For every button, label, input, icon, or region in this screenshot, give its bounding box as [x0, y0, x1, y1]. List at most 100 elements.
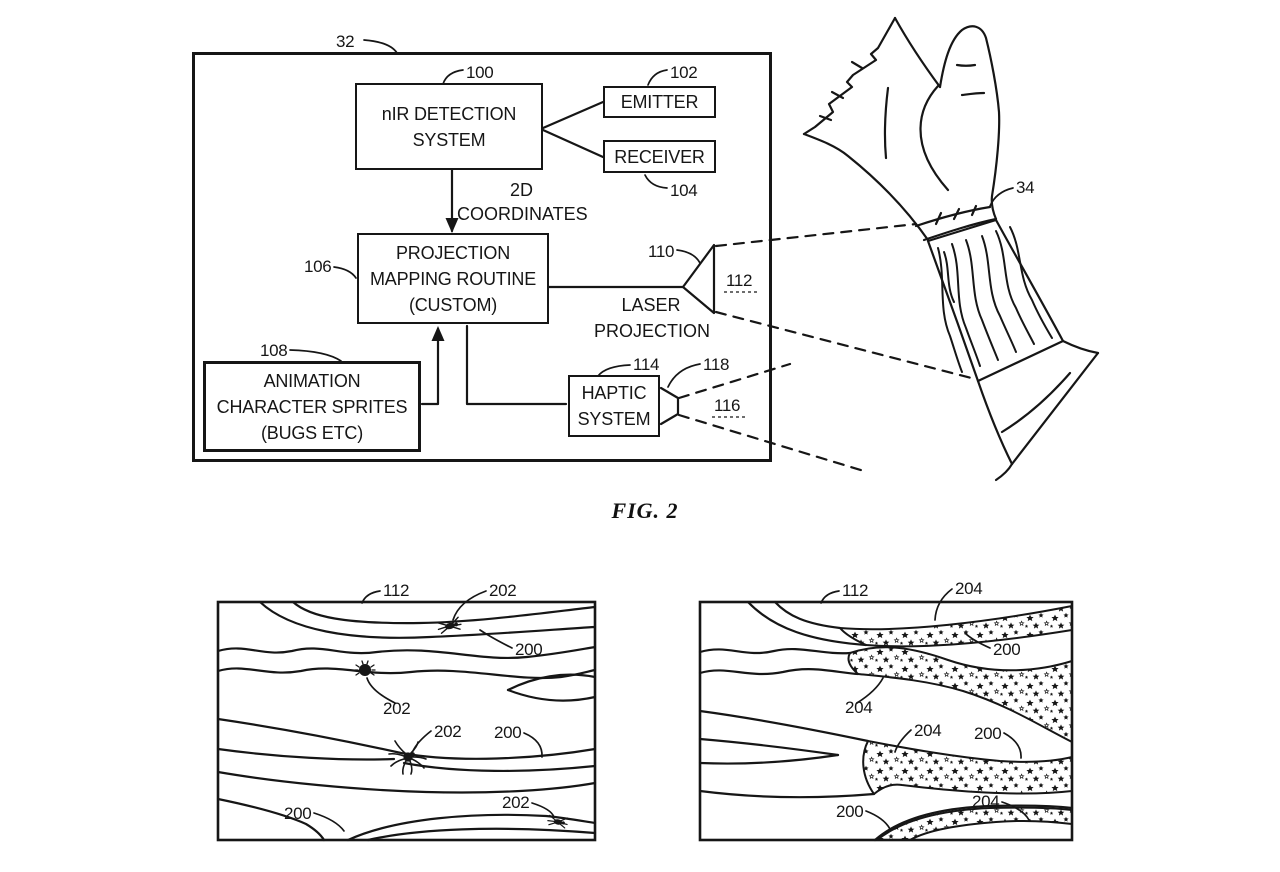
nir-detection-label-line1: nIR DETECTION [381, 103, 517, 124]
wrist-veins [937, 226, 1053, 373]
emitter-box: EMITTER [603, 86, 716, 118]
left-ref-112: 112 [383, 581, 409, 600]
right-leader-200-center [1003, 732, 1022, 759]
right-ref-204-bottom: 204 [972, 792, 999, 811]
emitter-label: EMITTER [620, 92, 699, 112]
leader-108 [289, 349, 342, 362]
ref-104: 104 [670, 181, 697, 200]
left-panel-frame [216, 600, 597, 842]
nir-detection-label-line2: SYSTEM [412, 129, 486, 150]
right-leader-200-top [964, 632, 991, 649]
right-ref-204-top: 204 [955, 579, 982, 598]
left-leader-200-top [479, 629, 513, 649]
coords-line1: 2D [510, 180, 533, 200]
right-leader-204-mid [856, 677, 884, 704]
nir-detection-box: nIR DETECTION SYSTEM [355, 83, 543, 170]
right-panel: 112 204 200 204 204 200 200 204 [698, 579, 1074, 842]
cuff-inner-line [1000, 371, 1072, 434]
laser-beam-bottom-dashed [714, 310, 977, 381]
thumb-outline [938, 25, 1001, 221]
connector-nir-receiver [541, 128, 605, 159]
ref-34: 34 [1016, 178, 1034, 197]
coords-line2: COORDINATES [457, 204, 588, 224]
left-leader-202-mid [366, 677, 396, 704]
laser-projector-triangle [681, 243, 716, 315]
ref-110: 110 [648, 242, 674, 261]
haptic-label-line1: HAPTIC [581, 383, 647, 403]
star-ribbons [839, 605, 1073, 841]
reference-numerals: 32 100 102 104 106 110 112 108 114 118 1… [260, 32, 1035, 418]
right-leader-204-bottom [1001, 801, 1030, 821]
star-ribbon-mid [847, 646, 1073, 743]
left-leader-202-bottom [531, 802, 555, 818]
receiver-box: RECEIVER [603, 140, 716, 173]
arrowhead-up-icon [431, 326, 445, 341]
haptic-cone [659, 386, 680, 426]
ref-32: 32 [336, 32, 354, 51]
animation-label-line3: (BUGS ETC) [260, 422, 363, 443]
leader-110 [676, 249, 701, 264]
left-ref-200-bottom: 200 [284, 804, 311, 823]
left-panel: 112 202 200 202 202 200 200 202 [216, 581, 597, 842]
hand-sketch [802, 16, 1100, 482]
left-ref-202-top: 202 [489, 581, 516, 600]
hand-top-edge [893, 16, 942, 89]
animation-label-line1: ANIMATION [263, 370, 361, 391]
projection-label-line1: PROJECTION [395, 242, 510, 263]
receiver-label: RECEIVER [614, 146, 705, 167]
right-ref-204-center: 204 [914, 721, 941, 740]
leader-118 [667, 363, 701, 388]
wrist-band-upper [914, 205, 992, 228]
right-ref-204-mid: 204 [845, 698, 872, 717]
leader-114 [597, 364, 631, 377]
right-ref-200-top: 200 [993, 640, 1020, 659]
ref-116: 116 [714, 396, 740, 415]
left-leader-112 [361, 590, 381, 604]
glove-edge [802, 16, 897, 136]
haptic-system-box: HAPTIC SYSTEM [568, 375, 660, 437]
right-ref-112: 112 [842, 581, 868, 600]
arrowhead-down-icon [445, 218, 459, 233]
hand-bottom-edge [802, 132, 930, 242]
haptic-beam-top-dashed [677, 362, 792, 400]
finger-line [883, 86, 890, 160]
leader-104 [644, 174, 668, 189]
laser-label-line1: LASER [621, 295, 680, 315]
wrist-band-lower [922, 217, 998, 242]
leader-100 [442, 69, 464, 85]
right-leader-112 [820, 590, 840, 604]
glove-ticks [818, 60, 864, 122]
star-ribbon-bottom [876, 806, 1073, 841]
sleeve-tip [994, 462, 1014, 482]
wrist-hatches [934, 204, 978, 226]
leader-106 [333, 266, 357, 279]
left-ref-200-top: 200 [515, 640, 542, 659]
right-leader-204-center [894, 729, 912, 753]
left-leader-200-center [523, 732, 543, 758]
ref-108: 108 [260, 341, 287, 360]
forearm-left-edge [976, 379, 1014, 466]
thumb-tick [955, 63, 977, 67]
connector-animation-projection [420, 327, 440, 406]
right-panel-veins [698, 600, 1074, 842]
connector-nir-emitter [541, 100, 605, 130]
right-leader-200-bottom [865, 810, 891, 830]
animation-sprites-box: ANIMATION CHARACTER SPRITES (BUGS ETC) [203, 361, 421, 452]
ref-114: 114 [633, 355, 659, 374]
floating-labels: 2D COORDINATES LASER PROJECTION [457, 180, 710, 341]
animation-label-line2: CHARACTER SPRITES [216, 396, 408, 417]
left-leader-202-center [412, 730, 432, 752]
projection-label-line2: MAPPING ROUTINE [369, 268, 536, 289]
left-panel-labels: 112 202 200 202 202 200 200 202 [284, 581, 555, 832]
ref-100: 100 [466, 63, 493, 82]
haptic-label-line2: SYSTEM [577, 409, 651, 429]
thumb-crease [960, 91, 986, 97]
left-leader-200-bottom [313, 812, 345, 832]
ref-106: 106 [304, 257, 331, 276]
right-panel-labels: 112 204 200 204 204 200 200 204 [820, 579, 1030, 830]
star-ribbon-top [839, 605, 1073, 648]
right-leader-204-top [934, 588, 953, 621]
figure-caption: FIG. 2 [611, 498, 679, 523]
